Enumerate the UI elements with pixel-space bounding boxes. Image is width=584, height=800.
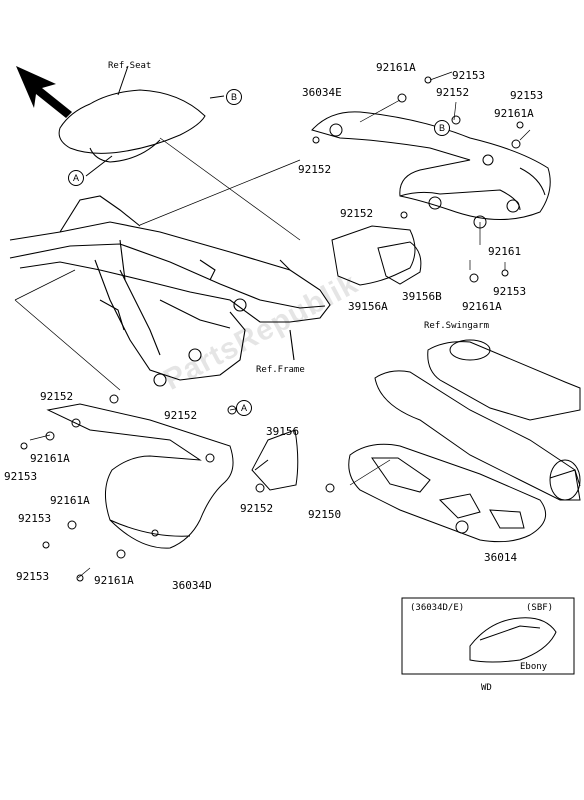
part-92153-mid-right: 92153 [493, 285, 527, 298]
inset-header-right: (SBF) [526, 603, 554, 613]
part-36034d: 36034D [172, 579, 212, 592]
part-92152-top: 92152 [436, 86, 470, 99]
part-92150: 92150 [308, 508, 342, 521]
part-92152-mid: 92152 [340, 207, 374, 220]
part-92161a-top: 92161A [376, 61, 416, 74]
front-arrow-icon [16, 66, 72, 118]
marker-b-cover: B [434, 120, 450, 136]
part-92161a-left-upper: 92161A [30, 452, 70, 465]
ref-swingarm-label: Ref.Swingarm [424, 321, 490, 331]
part-92152-left-cover: 92152 [40, 390, 74, 403]
part-92161a-left-mid: 92161A [50, 494, 90, 507]
part-92161a-mid-right: 92161A [462, 300, 502, 313]
chain-guard-drawing [325, 443, 547, 543]
part-92161a-right: 92161A [494, 107, 534, 120]
part-92153-right: 92153 [510, 89, 544, 102]
left-cover-drawing [46, 403, 234, 549]
inset-header-left: (36034D/E) [410, 603, 465, 613]
sticker-39156 [251, 429, 299, 491]
seat-drawing [58, 65, 225, 177]
part-39156: 39156 [266, 425, 300, 438]
part-92153-bottom: 92153 [16, 570, 50, 583]
part-92152-under-cover: 92152 [240, 502, 274, 515]
marker-a-cover: A [236, 400, 252, 416]
part-36014: 36014 [484, 551, 518, 564]
part-92152-center: 92152 [164, 409, 198, 422]
part-92161: 92161 [488, 245, 522, 258]
leader-lines [14, 71, 531, 579]
sticker-39156a-39156b [331, 225, 422, 286]
inset-label-ebony: Ebony [520, 662, 548, 672]
ref-seat-label: Ref.Seat [108, 61, 152, 71]
marker-a-seat: A [68, 170, 84, 186]
part-92153-top: 92153 [452, 69, 486, 82]
hardware-right [312, 76, 524, 283]
inset-box [401, 597, 575, 675]
inset-footer: WD [481, 683, 492, 693]
right-cover-drawing [311, 111, 551, 220]
part-92161a-bottom: 92161A [94, 574, 134, 587]
marker-b-seat: B [226, 89, 242, 105]
part-92152-frame: 92152 [298, 163, 332, 176]
part-92153-left-upper: 92153 [4, 470, 38, 483]
frame-drawing [9, 195, 331, 387]
part-92153-left-mid: 92153 [18, 512, 52, 525]
hardware-left [20, 394, 265, 582]
part-39156b: 39156B [402, 290, 442, 303]
swingarm-drawing [374, 339, 581, 501]
part-39156a: 39156A [348, 300, 388, 313]
ref-frame-label: Ref.Frame [256, 365, 305, 375]
part-36034e: 36034E [302, 86, 342, 99]
